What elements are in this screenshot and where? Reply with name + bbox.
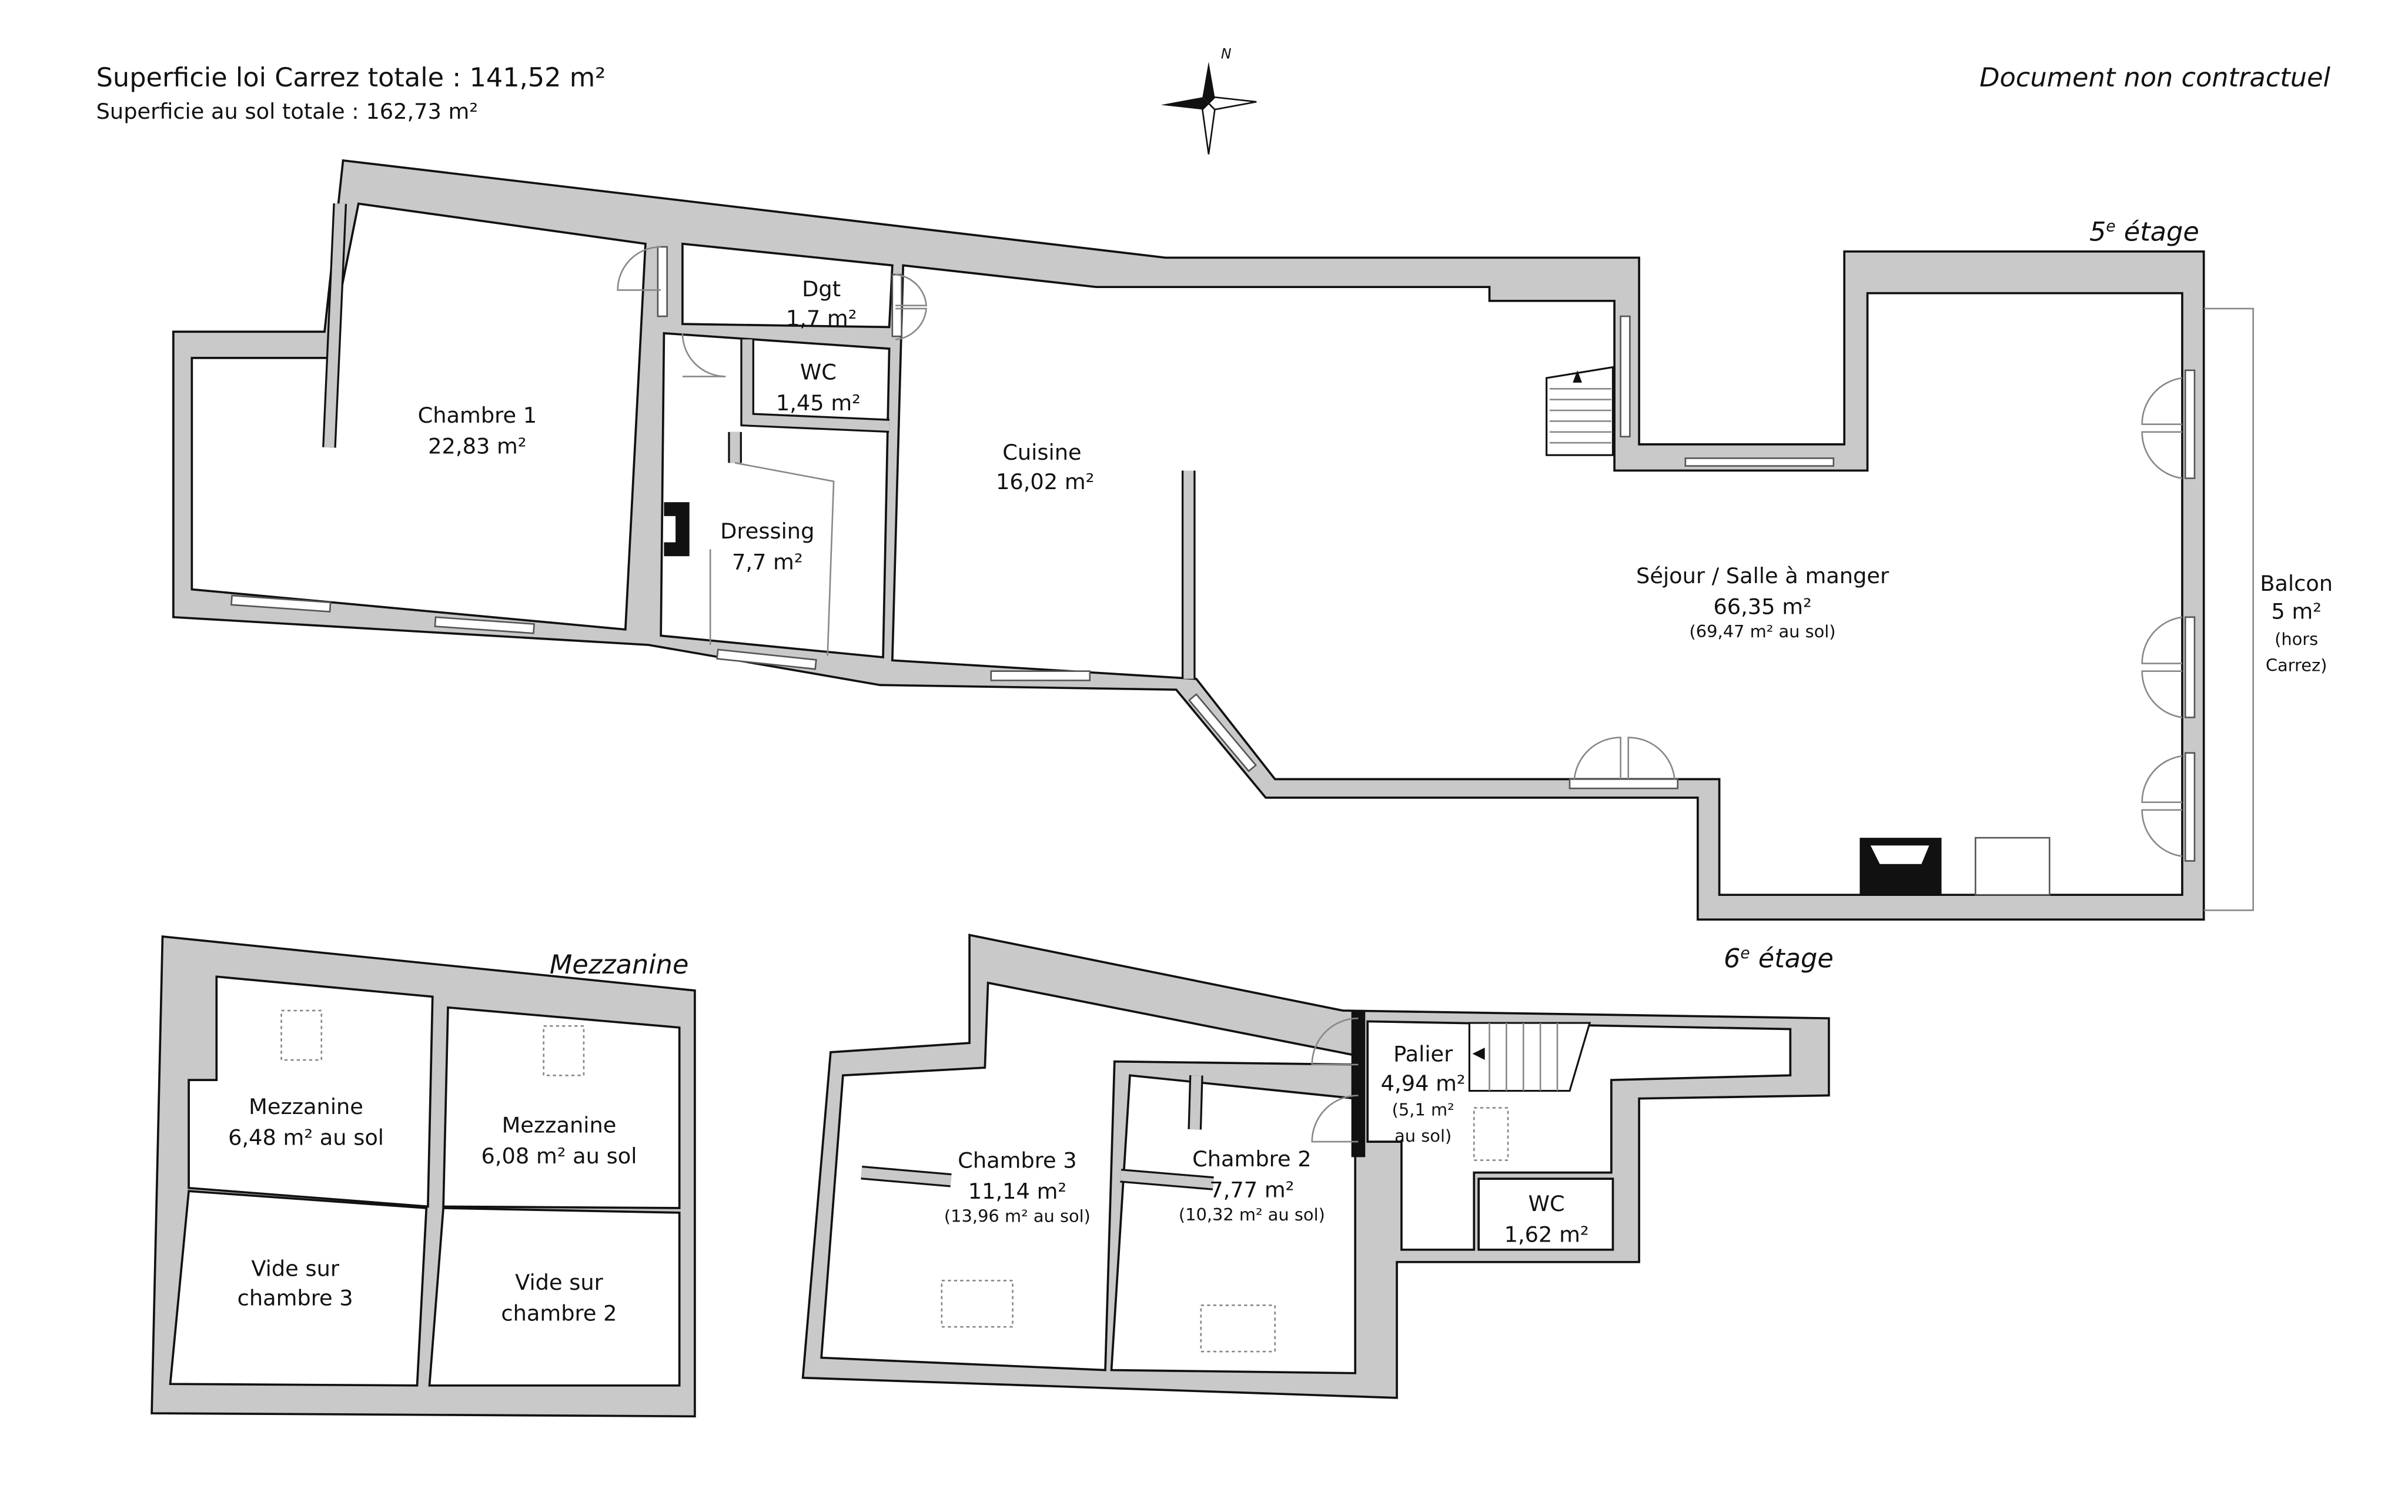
palier-sol1: (5,1 m² (1392, 1100, 1454, 1120)
room-dgt (681, 242, 894, 329)
mezz1-area: 6,48 m² au sol (228, 1125, 384, 1150)
vide3-line2: chambre 3 (238, 1285, 353, 1310)
mezzanine-label: Mezzanine (550, 949, 689, 980)
door-swings (617, 246, 2183, 857)
chambre1-area: 22,83 m² (428, 434, 526, 459)
room-mezzanine-1 (188, 975, 434, 1208)
compass-icon: N (1160, 46, 1257, 155)
windows (230, 246, 2196, 862)
mezzanine-floor: Mezzanine Mezzanine 6,48 m² au sol Mezza… (150, 935, 696, 1418)
dressing-name: Dressing (720, 519, 814, 544)
room-mezzanine-2 (442, 1006, 681, 1209)
stairs-icon (1546, 366, 1614, 456)
fifth-floor-label: 5e étage (2089, 216, 2199, 247)
dressing-area: 7,7 m² (732, 549, 803, 574)
vide2-line1: Vide sur (515, 1270, 604, 1295)
room-chambre-2 (1110, 1074, 1357, 1374)
disclaimer: Document non contractuel (1979, 62, 2330, 93)
compass-north-label: N (1221, 46, 1232, 62)
balcon-note1: (hors (2275, 629, 2318, 649)
vide3-line1: Vide sur (251, 1256, 340, 1281)
room-dressing-block (660, 332, 891, 659)
palier-area: 4,94 m² (1381, 1071, 1466, 1096)
palier-name: Palier (1393, 1042, 1453, 1067)
chambre3-sol: (13,96 m² au sol) (944, 1206, 1091, 1226)
balcon-area: 5 m² (2271, 598, 2322, 624)
dgt-area: 1,7 m² (786, 306, 857, 331)
cuisine-name: Cuisine (1002, 440, 1081, 465)
interior-walls (322, 203, 1196, 679)
room-sejour-cuisine (891, 264, 2183, 897)
mezz2-name: Mezzanine (502, 1112, 617, 1138)
chambre2-name: Chambre 2 (1192, 1146, 1311, 1172)
sixth-floor: 6e étage Palier 4,94 m² (5,1 m² au sol) … (801, 934, 1834, 1399)
wc5-name: WC (800, 360, 837, 385)
balcony-outline (2203, 307, 2254, 911)
palier-sol2: au sol) (1394, 1126, 1452, 1146)
mezz2-area: 6,08 m² au sol (481, 1143, 637, 1169)
balcon-note2: Carrez) (2266, 655, 2327, 675)
carrez-total: Superficie loi Carrez totale : 141,52 m² (96, 62, 606, 93)
chambre3-name: Chambre 3 (958, 1148, 1077, 1173)
wc6-area: 1,62 m² (1504, 1222, 1589, 1247)
sixth-floor-label: 6e étage (1724, 944, 1834, 974)
room-vide-chambre-2 (428, 1207, 681, 1387)
wc5-area: 1,45 m² (776, 390, 861, 416)
dgt-name: Dgt (802, 276, 841, 302)
kitchen-unit (1974, 837, 2051, 896)
balcon-name: Balcon (2260, 571, 2333, 596)
chambre1-name: Chambre 1 (418, 403, 537, 428)
room-vide-chambre-3 (169, 1190, 428, 1387)
vide2-line2: chambre 2 (501, 1301, 617, 1326)
sejour-area: 66,35 m² (1713, 594, 1811, 620)
wc6-name: WC (1529, 1191, 1565, 1216)
chambre2-sol: (10,32 m² au sol) (1179, 1205, 1325, 1225)
sejour-name: Séjour / Salle à manger (1636, 563, 1889, 588)
sol-total: Superficie au sol totale : 162,73 m² (96, 99, 478, 124)
stairs-icon (1468, 1022, 1591, 1092)
sejour-sol: (69,47 m² au sol) (1690, 621, 1836, 641)
room-wc-6 (1477, 1178, 1614, 1251)
chambre3-area: 11,14 m² (968, 1179, 1066, 1204)
fifth-floor: 5e étage (172, 159, 2333, 921)
chambre2-area: 7,77 m² (1209, 1178, 1294, 1203)
cuisine-area: 16,02 m² (996, 469, 1094, 494)
mezz1-name: Mezzanine (249, 1094, 363, 1119)
